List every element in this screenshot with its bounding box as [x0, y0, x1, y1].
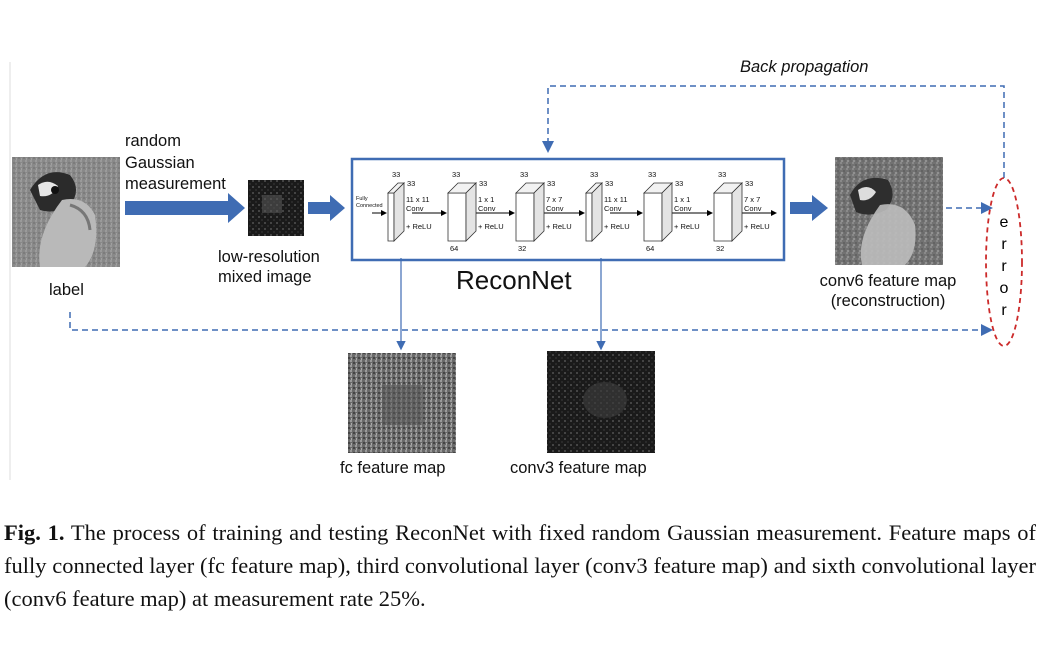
block-activation-label: + ReLU — [546, 222, 572, 231]
conv-block — [387, 182, 405, 242]
block-kernel-label: 1 x 1 — [674, 195, 691, 204]
error-letter: r — [1001, 302, 1007, 319]
block-op-label: Conv — [604, 204, 622, 213]
conv-block — [447, 182, 477, 242]
block-depth-label: 64 — [646, 244, 655, 253]
block-top-dim: 33 — [590, 170, 599, 179]
block-activation-label: + ReLU — [604, 222, 630, 231]
gaussian-label: Gaussian — [125, 154, 195, 172]
error-letter: o — [999, 280, 1009, 297]
block-side-dim: 33 — [479, 179, 488, 188]
measurement-label: measurement — [125, 175, 226, 193]
back-propagation-arrow — [542, 85, 1005, 178]
fully-connected-line1: Fully — [356, 196, 368, 202]
fc-feature-map-image — [348, 353, 456, 453]
fully-connected-label: Fully Connected — [356, 196, 383, 210]
block-side-dim: 33 — [605, 179, 614, 188]
measurement-arrow — [125, 193, 245, 223]
conv3-feature-map-label: conv3 feature map — [510, 459, 647, 477]
low-resolution-image — [248, 180, 304, 236]
back-propagation-label: Back propagation — [740, 58, 869, 76]
block-side-dim: 33 — [407, 179, 416, 188]
block-side-dim: 33 — [745, 179, 754, 188]
reconnet-title: ReconNet — [456, 265, 572, 295]
block-depth-label: 32 — [518, 244, 527, 253]
random-label: random — [125, 132, 181, 150]
fully-connected-line2: Connected — [356, 203, 383, 209]
conv-block — [643, 182, 673, 242]
lowres-label-line1: low-resolution — [218, 248, 320, 266]
caption-text: The process of training and testing Reco… — [4, 520, 1037, 611]
block-depth-label: 64 — [450, 244, 459, 253]
diagram: Back propagation random Gaussian measure… — [9, 58, 1023, 480]
error-letter: e — [999, 214, 1009, 231]
reconnet-box — [350, 157, 786, 262]
label-caption: label — [49, 281, 84, 299]
block-kernel-label: 1 x 1 — [478, 195, 495, 204]
block-top-dim: 33 — [392, 170, 401, 179]
conv3-feature-map-image — [547, 351, 655, 453]
label-to-error-arrow — [69, 312, 993, 336]
conv6-label-line1: conv6 feature map — [819, 272, 957, 290]
diagram-canvas — [9, 62, 1023, 480]
conv-block — [585, 182, 603, 242]
block-op-label: Conv — [744, 204, 762, 213]
block-side-dim: 33 — [675, 179, 684, 188]
fc-feature-map-label: fc feature map — [340, 459, 446, 477]
block-top-dim: 33 — [452, 170, 461, 179]
block-kernel-label: 11 x 11 — [604, 195, 628, 204]
input-arrow — [308, 195, 345, 221]
conv-block — [515, 182, 545, 242]
block-activation-label: + ReLU — [406, 222, 432, 231]
block-top-dim: 33 — [648, 170, 657, 179]
block-top-dim: 33 — [718, 170, 727, 179]
block-side-dim: 33 — [547, 179, 556, 188]
label-parrot-image — [12, 157, 120, 267]
reconstruction-image — [835, 157, 943, 265]
output-arrow — [790, 195, 828, 221]
error-label: e r r o r — [994, 212, 1014, 322]
conv6-label-line2: (reconstruction) — [830, 292, 946, 310]
block-activation-label: + ReLU — [478, 222, 504, 231]
caption-prefix: Fig. 1. — [4, 520, 65, 545]
block-activation-label: + ReLU — [674, 222, 700, 231]
block-op-label: Conv — [546, 204, 564, 213]
block-op-label: Conv — [674, 204, 692, 213]
block-op-label: Conv — [406, 204, 424, 213]
block-top-dim: 33 — [520, 170, 529, 179]
error-ellipse — [985, 177, 1023, 347]
block-kernel-label: 11 x 11 — [406, 195, 430, 204]
conv-block — [713, 182, 743, 242]
block-activation-label: + ReLU — [744, 222, 770, 231]
block-depth-label: 32 — [716, 244, 725, 253]
error-letter: r — [1001, 258, 1007, 275]
figure-caption: Fig. 1. The process of training and test… — [4, 516, 1036, 615]
block-kernel-label: 7 x 7 — [744, 195, 761, 204]
error-letter: r — [1001, 236, 1007, 253]
block-op-label: Conv — [478, 204, 496, 213]
lowres-label-line2: mixed image — [218, 268, 312, 286]
block-kernel-label: 7 x 7 — [546, 195, 563, 204]
